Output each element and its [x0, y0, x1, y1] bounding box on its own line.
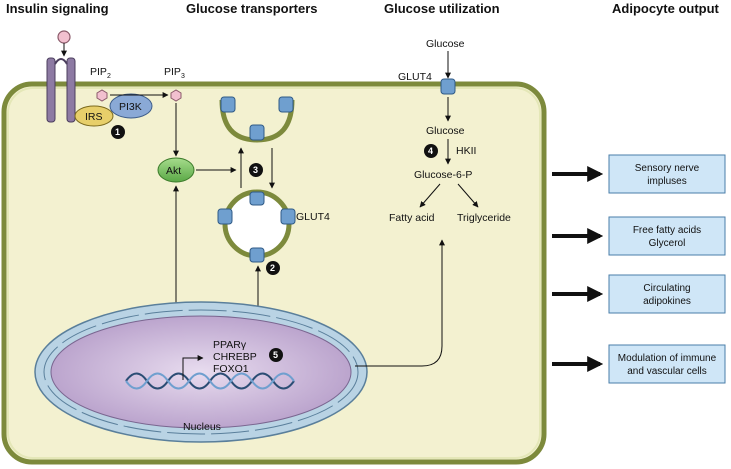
pip2-label: PIP2	[90, 66, 111, 80]
insulin-receptor-icon	[46, 57, 76, 123]
step-1-badge	[111, 125, 125, 139]
step-5-number: 5	[273, 350, 278, 360]
output-box-adipokines	[608, 274, 726, 314]
step-2-number: 2	[270, 263, 275, 273]
pi3k-protein	[109, 93, 153, 119]
step-4-badge	[424, 144, 438, 158]
header-insulin-signaling: Insulin signaling	[6, 1, 109, 16]
fatty-acid-label: Fatty acid	[389, 212, 435, 224]
glucose-top-label: Glucose	[426, 38, 465, 50]
output-sensory-line2: impluses	[647, 176, 686, 187]
akt-protein	[157, 157, 195, 183]
glut4-transporter-icon	[440, 78, 456, 95]
step-3-number: 3	[253, 165, 258, 175]
hkii-label: HKII	[456, 145, 476, 157]
pip3-label: PIP3	[164, 66, 185, 80]
output-immune-line2: and vascular cells	[627, 366, 706, 377]
g6p-to-fatty-acid-arrow	[419, 183, 441, 208]
output-fatty-acids-line2: Glycerol	[649, 238, 686, 249]
tf-pparg: PPARγ	[213, 339, 247, 351]
output-adipokines-line2: adipokines	[643, 296, 691, 307]
pip3-icon	[170, 89, 182, 102]
step-5-badge	[269, 348, 283, 362]
step-1-number: 1	[115, 127, 120, 137]
output-immune-line1: Modulation of immune	[618, 353, 717, 364]
step-4-number: 4	[428, 146, 433, 156]
output-fatty-acids-line1: Free fatty acids	[633, 225, 701, 236]
glut4-membrane-label: GLUT4	[398, 71, 432, 83]
output-box-immune	[608, 344, 726, 384]
tf-chrebp: CHREBP	[213, 351, 257, 363]
g6p-to-triglyceride-arrow	[457, 183, 479, 208]
glut4-vesicle	[217, 189, 296, 263]
nucleus	[34, 301, 368, 443]
nucleus-label: Nucleus	[183, 421, 221, 433]
output-box-sensory	[608, 154, 726, 194]
header-glucose-utilization: Glucose utilization	[384, 1, 500, 16]
step-3-badge	[249, 163, 263, 177]
tf-foxo1: FOXO1	[213, 363, 249, 375]
dna-helix-icon	[125, 372, 295, 390]
g6p-label: Glucose-6-P	[414, 169, 472, 181]
irs-protein	[74, 105, 114, 127]
glut4-vesicle-label: GLUT4	[296, 211, 330, 223]
output-box-fatty-acids	[608, 216, 726, 256]
header-adipocyte-output: Adipocyte output	[612, 1, 720, 16]
nucleus-to-utilization-arrow	[355, 239, 445, 367]
pip2-icon	[96, 89, 108, 102]
transcription-start-arrow	[182, 355, 204, 380]
triglyceride-label: Triglyceride	[457, 212, 511, 224]
output-adipokines-line1: Circulating	[643, 283, 690, 294]
glucose-inside-label: Glucose	[426, 125, 465, 137]
step-2-badge	[266, 261, 280, 275]
header-glucose-transporters: Glucose transporters	[186, 1, 318, 16]
pi3k-label: PI3K	[119, 101, 142, 113]
output-sensory-line1: Sensory nerve	[635, 163, 700, 174]
insulin-icon	[57, 30, 71, 57]
membrane-glut4-pit	[219, 96, 295, 143]
akt-label: Akt	[166, 165, 181, 177]
irs-label: IRS	[85, 111, 103, 123]
